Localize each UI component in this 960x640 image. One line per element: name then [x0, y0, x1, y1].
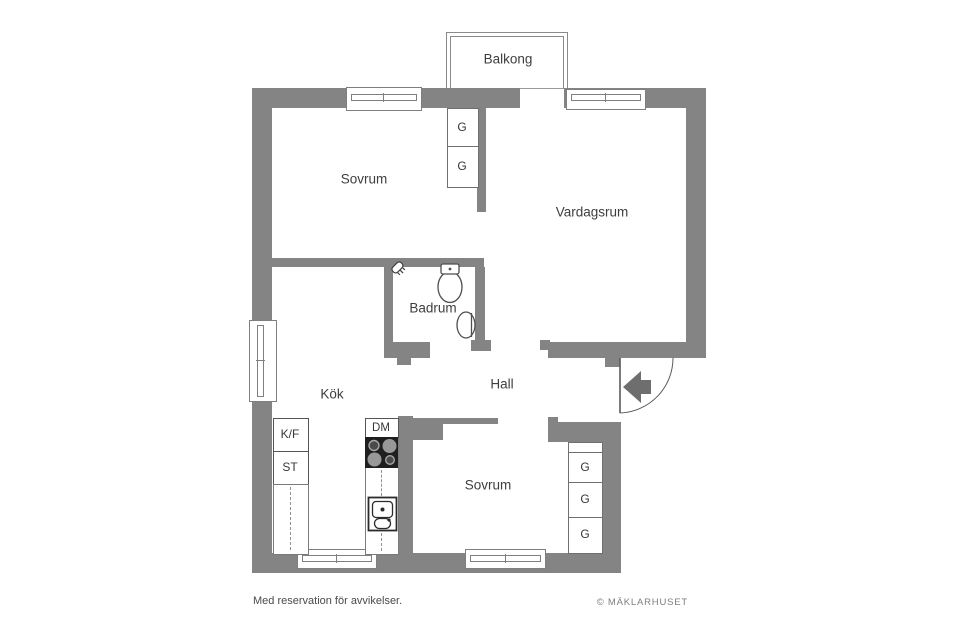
wall-outer-right — [686, 88, 706, 358]
wall-bedroom2-top-left — [413, 418, 443, 440]
wall-bedroom2-top-strip — [443, 418, 498, 424]
entry-arrow-icon — [623, 371, 651, 403]
wall-bathroom-bottom-tab — [397, 358, 411, 365]
wall-livingroom-bottom-notch — [540, 340, 550, 350]
wall-entry-door-jamb — [605, 358, 620, 367]
disclaimer-text: Med reservation för avvikelser. — [253, 595, 403, 607]
kitchen-counter-left-dashline — [290, 487, 291, 550]
toilet-icon — [437, 263, 463, 304]
window-kitchen-left — [249, 320, 277, 402]
wall-bedroom2-top-right-tab — [548, 417, 558, 423]
window-kitchen-bottom — [297, 549, 377, 569]
wardrobe-top-1-label: G — [457, 120, 467, 134]
wardrobe-bottom-2 — [568, 482, 603, 519]
room-label-kitchen: Kök — [320, 386, 344, 402]
tall-cabinet-box — [273, 451, 309, 486]
entry-door — [619, 357, 674, 414]
dishwasher-label: DM — [372, 422, 390, 434]
room-label-hall: Hall — [490, 376, 514, 392]
wardrobe-top-2-label: G — [457, 159, 467, 173]
wardrobe-bottom-3-label: G — [580, 527, 590, 541]
window-bedroom1 — [346, 87, 422, 111]
wall-bathroom-bottom-block — [384, 342, 430, 358]
wardrobe-bottom-1-label: G — [580, 460, 590, 474]
wardrobe-bottom-3 — [568, 517, 603, 554]
balcony-door-opening — [520, 89, 564, 108]
room-label-balcony: Balkong — [483, 51, 533, 67]
room-label-bedroom2: Sovrum — [464, 477, 512, 493]
wall-bathroom-right — [475, 267, 485, 340]
wardrobe-bottom-1 — [568, 452, 603, 484]
kitchen-counter-dashline-1 — [381, 470, 382, 496]
bathroom-sink-icon — [456, 311, 476, 339]
room-label-bathroom: Badrum — [409, 300, 457, 316]
wardrobe-top-1 — [447, 108, 479, 148]
wall-bedroom2-top-right — [548, 422, 621, 442]
wall-bathroom-right-foot — [471, 340, 491, 351]
wall-wardrobe-right — [602, 442, 621, 553]
kitchen-counter-dashline-2 — [381, 533, 382, 551]
room-label-bedroom1: Sovrum — [340, 171, 388, 187]
wall-kitchen-right — [398, 416, 413, 553]
wall-bathroom-left — [384, 267, 393, 342]
wardrobe-bottom-2-label: G — [580, 492, 590, 506]
window-livingroom — [566, 89, 646, 110]
stove — [365, 437, 398, 468]
kitchen-counter-left — [273, 484, 309, 555]
wall-bedroom1-livingroom-divider — [477, 108, 486, 212]
copyright-text: © MÄKLARHUSET — [596, 597, 688, 608]
fridge-freezer-label: K/F — [280, 427, 300, 441]
room-label-livingroom: Vardagsrum — [555, 204, 629, 220]
wall-livingroom-bottom — [548, 342, 706, 358]
wall-kitchen-top — [272, 258, 484, 267]
balcony-door-threshold-line — [520, 88, 564, 89]
wardrobe-top-2 — [447, 146, 479, 188]
window-bedroom2 — [465, 549, 546, 569]
tall-cabinet-label: ST — [282, 460, 298, 474]
